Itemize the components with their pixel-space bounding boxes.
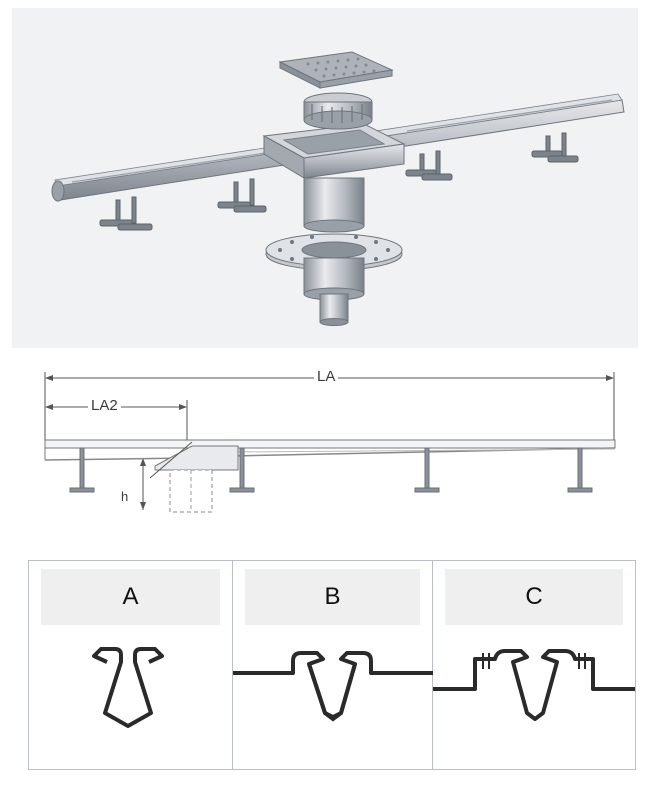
side-view-feet bbox=[69, 447, 593, 493]
outlet-flange bbox=[265, 233, 403, 326]
sump-box bbox=[262, 123, 406, 233]
profile-cell-c: C bbox=[433, 561, 635, 769]
dimension-la-label: LA bbox=[314, 369, 339, 385]
profile-cell-a: A bbox=[29, 561, 233, 769]
profile-cell-b: B bbox=[233, 561, 433, 769]
profile-a-icon bbox=[92, 647, 164, 728]
profile-c-label: C bbox=[445, 569, 623, 625]
channel-side-view bbox=[44, 439, 616, 513]
dimension-h-label: h bbox=[121, 489, 129, 504]
support-feet bbox=[99, 132, 579, 231]
dimension-lines bbox=[44, 372, 616, 513]
strainer-basket bbox=[303, 92, 373, 130]
profile-b-icon bbox=[233, 651, 433, 722]
dimension-la2-label: LA2 bbox=[88, 398, 121, 414]
profile-a-label: A bbox=[41, 569, 220, 625]
dimension-drawing: LA LA2 h bbox=[0, 348, 650, 548]
grate bbox=[278, 51, 394, 89]
profile-comparison-table: A B C bbox=[28, 560, 636, 770]
profile-b-label: B bbox=[245, 569, 420, 625]
drain-channel-3d-icon bbox=[51, 51, 625, 326]
drain-channel-illustration bbox=[12, 8, 638, 348]
profile-c-icon bbox=[433, 649, 635, 721]
